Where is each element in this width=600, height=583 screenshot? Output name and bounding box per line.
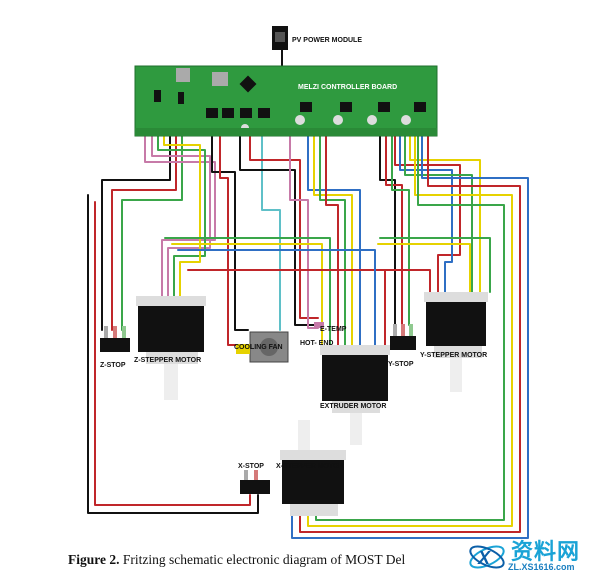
wire-y-stop-red — [385, 133, 403, 326]
z-stop-switch: Z-STOP — [100, 326, 130, 369]
e-temp-label: E-TEMP — [320, 326, 347, 333]
y-stepper-motor: Y-STEPPER MOTOR — [420, 292, 488, 392]
z-stepper-motor: Z-STEPPER MOTOR — [134, 296, 206, 400]
wire-ext-3 — [319, 133, 346, 346]
controller-board-label: MELZI CONTROLLER BOARD — [298, 84, 397, 91]
wire-hotend-black — [239, 133, 319, 326]
wire-fan-red — [219, 133, 241, 346]
wire-yellow-right — [377, 243, 471, 293]
y-stop-switch: Y-STOP — [388, 324, 416, 368]
x-stop-label: X-STOP — [238, 463, 264, 470]
wire-x-motor-green — [315, 133, 505, 521]
x-stop-switch: X-STOP — [238, 463, 270, 494]
controller-board: MELZI CONTROLLER BOARD — [134, 65, 438, 137]
board-diamond — [239, 75, 257, 93]
hot-end-label: HOT- END — [300, 340, 333, 347]
board-chip-4 — [178, 92, 184, 104]
wire-green-long — [164, 237, 331, 346]
hot-end: E-TEMP HOT- END — [300, 322, 347, 347]
wire-z-motor-1 — [144, 133, 216, 301]
wire-etemp-pink — [289, 133, 319, 329]
board-chip-2 — [212, 72, 228, 86]
caption-text: Fritzing schematic electronic diagram of… — [119, 552, 406, 567]
svg-text:X: X — [477, 548, 491, 568]
watermark: X 资料网 ZL.XS1616.com — [466, 535, 594, 579]
wire-z-motor-2 — [151, 133, 211, 301]
wire-x-motor-red — [299, 133, 521, 533]
wire-fan-black — [211, 133, 249, 331]
wire-y-stop-green — [391, 133, 410, 326]
wire-y-motor-1 — [394, 133, 461, 293]
wire-y-motor-4 — [409, 133, 481, 293]
wire-red-right — [381, 269, 431, 293]
wire-yellow-long — [171, 243, 323, 346]
wire-y-motor-3 — [404, 133, 473, 293]
wire-x-motor-yellow — [307, 133, 513, 527]
wire-y-motor-2 — [399, 133, 453, 293]
board-chip-1 — [176, 68, 190, 82]
wire-ext-4 — [325, 133, 339, 346]
wire-x-stop-red — [94, 201, 251, 506]
wire-y-stop-black — [379, 133, 396, 326]
extruder-motor: EXTRUDER MOTOR — [320, 345, 390, 445]
cooling-fan-label: COOLING FAN — [234, 344, 283, 351]
wire-z-motor-3 — [157, 133, 206, 301]
z-motor-label: Z-STEPPER MOTOR — [134, 357, 201, 364]
extruder-motor-label: EXTRUDER MOTOR — [320, 403, 386, 410]
wire-z-stop-green — [121, 133, 183, 331]
z-stop-label: Z-STOP — [100, 362, 126, 369]
wire-blue-long — [177, 249, 376, 346]
xs-logo-icon: X — [469, 545, 505, 569]
board-chip-3 — [154, 90, 161, 102]
wire-green-right — [379, 237, 491, 293]
caption-prefix: Figure 2. — [68, 552, 120, 567]
watermark-text: 资料网 — [511, 540, 581, 565]
wires — [87, 49, 529, 539]
x-stepper-motor: X-STEPPER MOTOR — [276, 420, 346, 516]
wire-hotend-red — [249, 133, 319, 319]
wire-z-motor-4 — [163, 133, 201, 301]
y-stop-label: Y-STOP — [388, 361, 414, 368]
x-motor-label: X-STEPPER MOTOR — [276, 463, 344, 470]
power-module: PV POWER MODULE — [272, 26, 362, 50]
y-motor-label: Y-STEPPER MOTOR — [420, 352, 487, 359]
wire-x-stop-black — [87, 194, 259, 514]
watermark-url: ZL.XS1616.com — [508, 562, 575, 572]
cooling-fan: COOLING FAN — [234, 331, 289, 363]
wire-cyan — [261, 133, 281, 331]
figure-caption: Figure 2. Fritzing schematic electronic … — [68, 552, 405, 568]
wire-x-motor-blue — [291, 133, 529, 539]
wire-ext-1 — [307, 133, 361, 346]
power-module-label: PV POWER MODULE — [292, 37, 362, 44]
